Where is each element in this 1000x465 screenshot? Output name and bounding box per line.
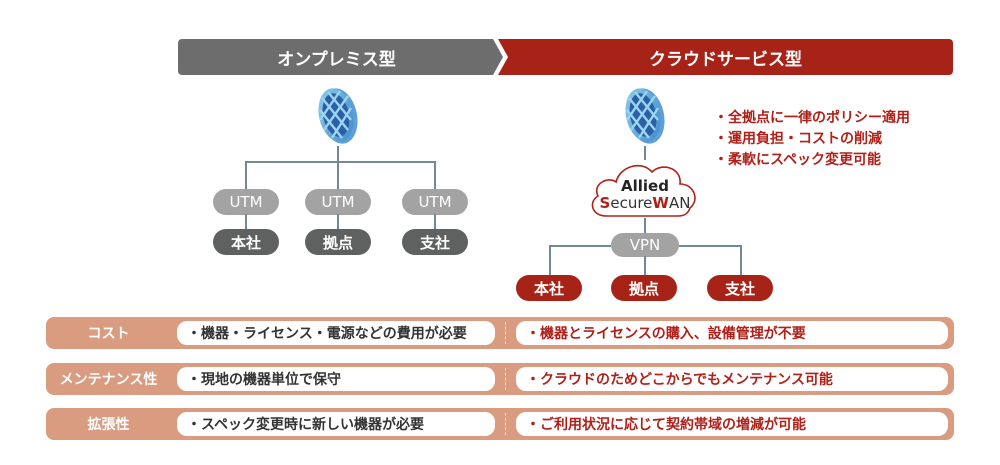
onpremise-cell: ・現地の機器単位で保守 xyxy=(177,367,495,391)
logo-w: W xyxy=(652,194,669,212)
cloud-line1: Allied xyxy=(621,177,669,195)
benefit-item: ・柔軟にスペック変更可能 xyxy=(714,152,882,168)
cloud-line2: SecureWAN xyxy=(586,195,704,212)
vpn-connection: VPN xyxy=(611,233,679,257)
site-base-onpremise: 拠点 xyxy=(305,229,371,255)
row-label: メンテナンス性 xyxy=(59,372,158,388)
utm-label: UTM xyxy=(418,193,452,211)
onpremise-header-title: オンプレミス型 xyxy=(277,49,396,70)
site-label: 本社 xyxy=(230,233,261,252)
cloud-header: クラウドサービス型 xyxy=(498,39,953,75)
onpremise-cell: ・スペック変更時に新しい機器が必要 xyxy=(177,412,495,436)
divider xyxy=(505,322,506,344)
site-label: 拠点 xyxy=(628,279,659,298)
divider xyxy=(505,368,506,390)
cloud-header-title: クラウドサービス型 xyxy=(649,49,802,70)
utm-device-1: UTM xyxy=(213,189,279,215)
globe-icon xyxy=(625,88,665,144)
utm-label: UTM xyxy=(321,193,355,211)
onpremise-cell: ・機器・ライセンス・電源などの費用が必要 xyxy=(177,321,495,345)
site-branch-cloud: 支社 xyxy=(707,275,773,301)
allied-securewan-logo: Allied SecureWAN xyxy=(586,178,704,212)
benefit-item: ・運用負担・コストの削減 xyxy=(714,131,882,147)
vpn-label: VPN xyxy=(629,236,661,254)
benefit-item: ・全拠点に一律のポリシー適用 xyxy=(714,110,910,126)
cloud-cell: ・クラウドのためどこからでもメンテナンス可能 xyxy=(516,367,948,391)
site-base-cloud: 拠点 xyxy=(611,275,677,301)
site-label: 支社 xyxy=(724,279,755,298)
row-label: コスト xyxy=(87,326,130,342)
utm-device-3: UTM xyxy=(402,189,468,215)
globe-icon xyxy=(318,88,358,144)
site-label: 支社 xyxy=(419,233,450,252)
cloud-cell: ・ご利用状況に応じて契約帯域の増減が可能 xyxy=(516,412,948,436)
site-headquarters-onpremise: 本社 xyxy=(213,229,279,255)
utm-device-2: UTM xyxy=(305,189,371,215)
onpremise-header: オンプレミス型 xyxy=(178,39,503,75)
cloud-icon xyxy=(591,164,696,217)
divider xyxy=(505,413,506,435)
site-headquarters-cloud: 本社 xyxy=(516,275,582,301)
site-label: 拠点 xyxy=(322,233,353,252)
site-label: 本社 xyxy=(533,279,564,298)
logo-s: S xyxy=(599,194,611,212)
comparison-row-scalability: 拡張性 ・スペック変更時に新しい機器が必要 ・ご利用状況に応じて契約帯域の増減が… xyxy=(46,408,954,440)
comparison-row-maintenance: メンテナンス性 ・現地の機器単位で保守 ・クラウドのためどこからでもメンテナンス… xyxy=(46,363,954,395)
site-branch-onpremise: 支社 xyxy=(402,229,468,255)
logo-an: AN xyxy=(668,194,691,212)
cloud-benefits-list: ・全拠点に一律のポリシー適用 ・運用負担・コストの削減 ・柔軟にスペック変更可能 xyxy=(714,108,910,171)
row-label: 拡張性 xyxy=(87,417,130,433)
cloud-cell: ・機器とライセンスの購入、設備管理が不要 xyxy=(516,321,948,345)
logo-ecure: ecure xyxy=(610,194,653,212)
comparison-row-cost: コスト ・機器・ライセンス・電源などの費用が必要 ・機器とライセンスの購入、設備… xyxy=(46,317,954,349)
utm-label: UTM xyxy=(229,193,263,211)
